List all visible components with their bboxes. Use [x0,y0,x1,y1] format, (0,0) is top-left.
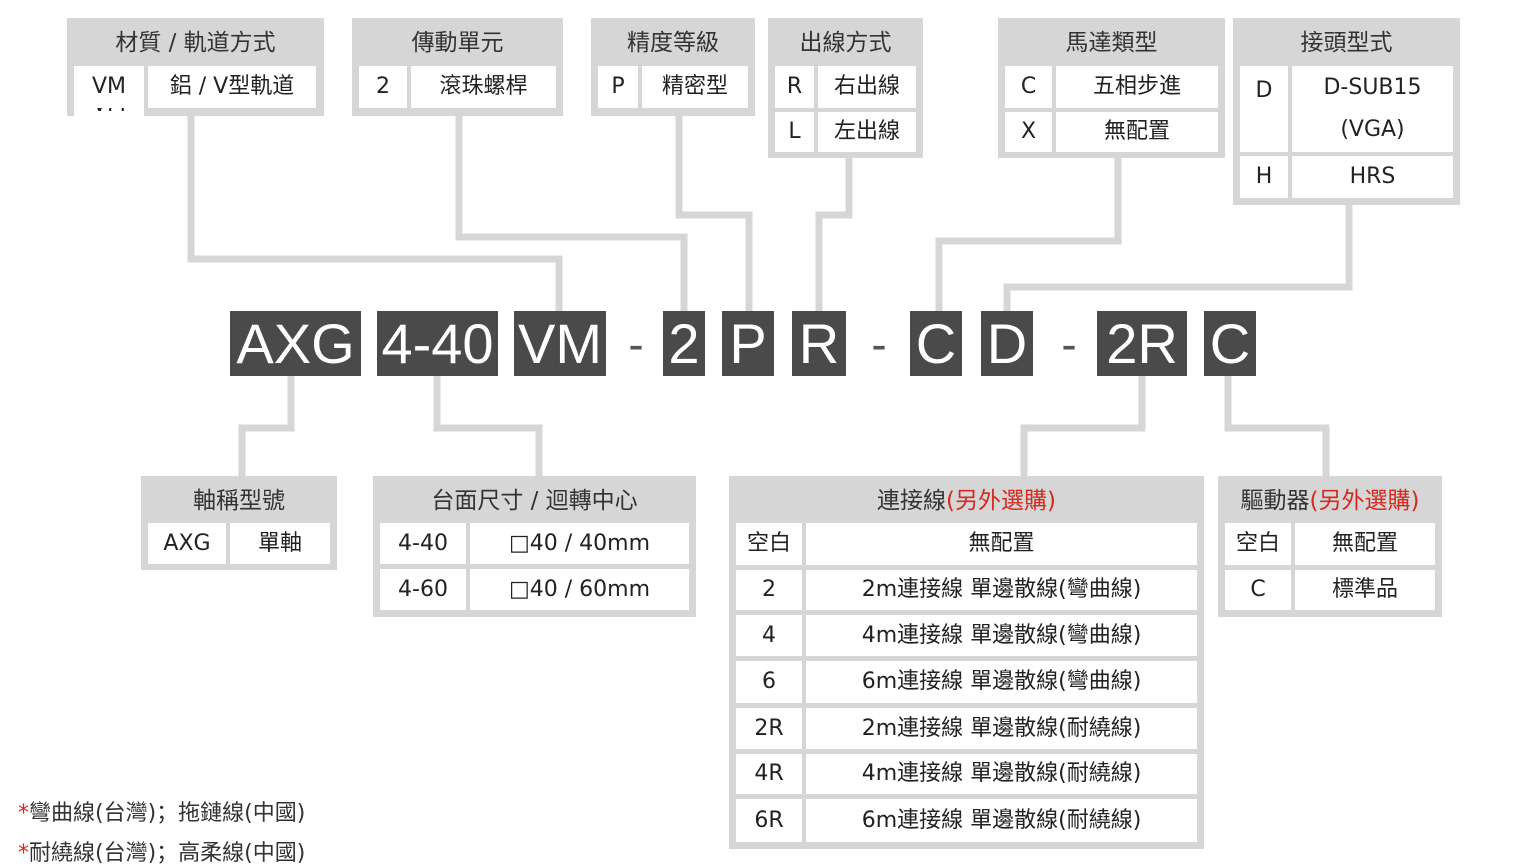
size-desc-cell-460: □40 / 60mm [470,569,689,610]
cable-code-cell-4: 4 [736,615,802,656]
connector-motor-c [935,155,1122,311]
axis-model-title: 軸稱型號 [193,488,285,514]
footnote-text: 耐繞線(台灣)；高柔線(中國) [29,841,306,866]
cable-code-cell-6: 6 [736,661,802,703]
code-driver: C [1204,311,1256,376]
connector-cable-2r [1020,376,1146,479]
material-rail-title: 材質 / 軌道方式 [115,30,276,56]
outlet-desc-cell-r: 右出線 [818,66,916,108]
connector-driver-c [1224,376,1330,479]
connector-drive-2 [455,112,688,311]
connector-code-cell-h: H [1240,156,1288,198]
footnote-flex-cable: *耐繞線(台灣)；高柔線(中國) [18,835,305,867]
driver-code-cell-c: C [1225,570,1291,610]
cable-code-cell-6r: 6R [736,799,802,842]
cable-desc-cell-blank: 無配置 [806,523,1197,565]
code-table-size: 4-40 [377,311,498,376]
motor-code-cell-c: C [1005,66,1052,108]
driver-code-cell-blank: 空白 [1225,523,1291,565]
cable-title: 連接線 (另外選購) [729,476,1204,520]
code-separator-3: - [1061,317,1077,370]
code-axis-model: AXG [230,311,361,376]
footnote-text: 彎曲線(台灣)；拖鏈線(中國) [29,801,306,826]
cable-desc-cell-6: 6m連接線 單邊散線(彎曲線) [806,661,1197,703]
precision-desc-cell-p: 精密型 [642,66,748,108]
outlet-title: 出線方式 [799,30,892,56]
driver-title-note: (另外選購) [1309,488,1420,514]
size-desc-cell-440: □40 / 40mm [470,523,689,564]
code-motor: C [910,311,962,376]
code-material: VM [514,311,606,376]
transmission-title: 傳動單元 [411,30,504,56]
size-code-cell-440: 4-40 [380,523,466,564]
code-drive: 2 [663,311,705,376]
outlet-desc-cell-l: 左出線 [818,112,916,152]
cable-code-cell-blank: 空白 [736,523,802,565]
connector-size-440 [433,376,543,479]
connector-type-title: 接頭型式 [1300,30,1393,56]
axis-code-cell-axg: AXG [148,523,226,564]
table-size-title: 台面尺寸 / 迴轉中心 [431,488,638,514]
motor-type-title: 馬達類型 [1065,30,1158,56]
cable-desc-cell-4: 4m連接線 單邊散線(彎曲線) [806,615,1197,656]
cable-desc-cell-6r: 6m連接線 單邊散線(耐繞線) [806,799,1197,842]
axis-desc-cell-axg: 單軸 [230,523,330,564]
code-precision: P [722,311,774,376]
code-connector: D [981,311,1033,376]
code-separator-1: - [628,317,644,370]
connector-outlet-r [815,155,853,311]
footnote-mark: * [18,841,29,866]
motor-desc-cell-c: 五相步進 [1056,66,1218,108]
drive-code-cell-2: 2 [359,66,407,108]
driver-desc-cell-c: 標準品 [1295,570,1435,610]
material-desc-cell-vm: 鋁 / V型軌道 [148,66,316,108]
connector-precision-p [675,112,753,311]
driver-title-text: 驅動器 [1240,488,1310,514]
cable-desc-cell-4r: 4m連接線 單邊散線(耐繞線) [806,754,1197,794]
code-separator-2: - [871,317,887,370]
drive-desc-cell-2: 滾珠螺桿 [411,66,556,108]
precision-code-cell-p: P [598,66,638,108]
motor-desc-cell-x: 無配置 [1056,112,1218,152]
precision-title: 精度等級 [627,30,719,56]
cable-code-cell-2r: 2R [736,708,802,749]
connector-code-cell-d: D [1240,66,1288,152]
connector-axis-axg [238,376,295,479]
cable-code-cell-4r: 4R [736,754,802,794]
cable-desc-cell-2r: 2m連接線 單邊散線(耐繞線) [806,708,1197,749]
driver-desc-cell-blank: 無配置 [1295,523,1435,565]
motor-code-cell-x: X [1005,112,1052,152]
outlet-code-cell-r: R [775,66,814,108]
connector-material-vm [187,112,563,311]
outlet-code-cell-l: L [775,112,814,152]
cable-title-note: (另外選購) [946,488,1056,514]
cable-code-cell-2: 2 [736,570,802,610]
footnote-mark: * [18,801,29,826]
size-code-cell-460: 4-60 [380,569,466,610]
cable-desc-cell-2: 2m連接線 單邊散線(彎曲線) [806,570,1197,610]
code-outlet: R [792,311,846,376]
connector-desc-cell-h: HRS [1292,156,1453,198]
material-code-cell-vm: VM [74,66,144,108]
driver-title: 驅動器 (另外選購) [1218,476,1442,520]
connector-head-d [1003,202,1353,311]
connector-desc-cell-d: D-SUB15 (VGA) [1292,66,1453,152]
code-cable: 2R [1097,311,1187,376]
footnote-bend-cable: *彎曲線(台灣)；拖鏈線(中國) [18,795,305,827]
cable-title-text: 連接線 [877,488,947,514]
